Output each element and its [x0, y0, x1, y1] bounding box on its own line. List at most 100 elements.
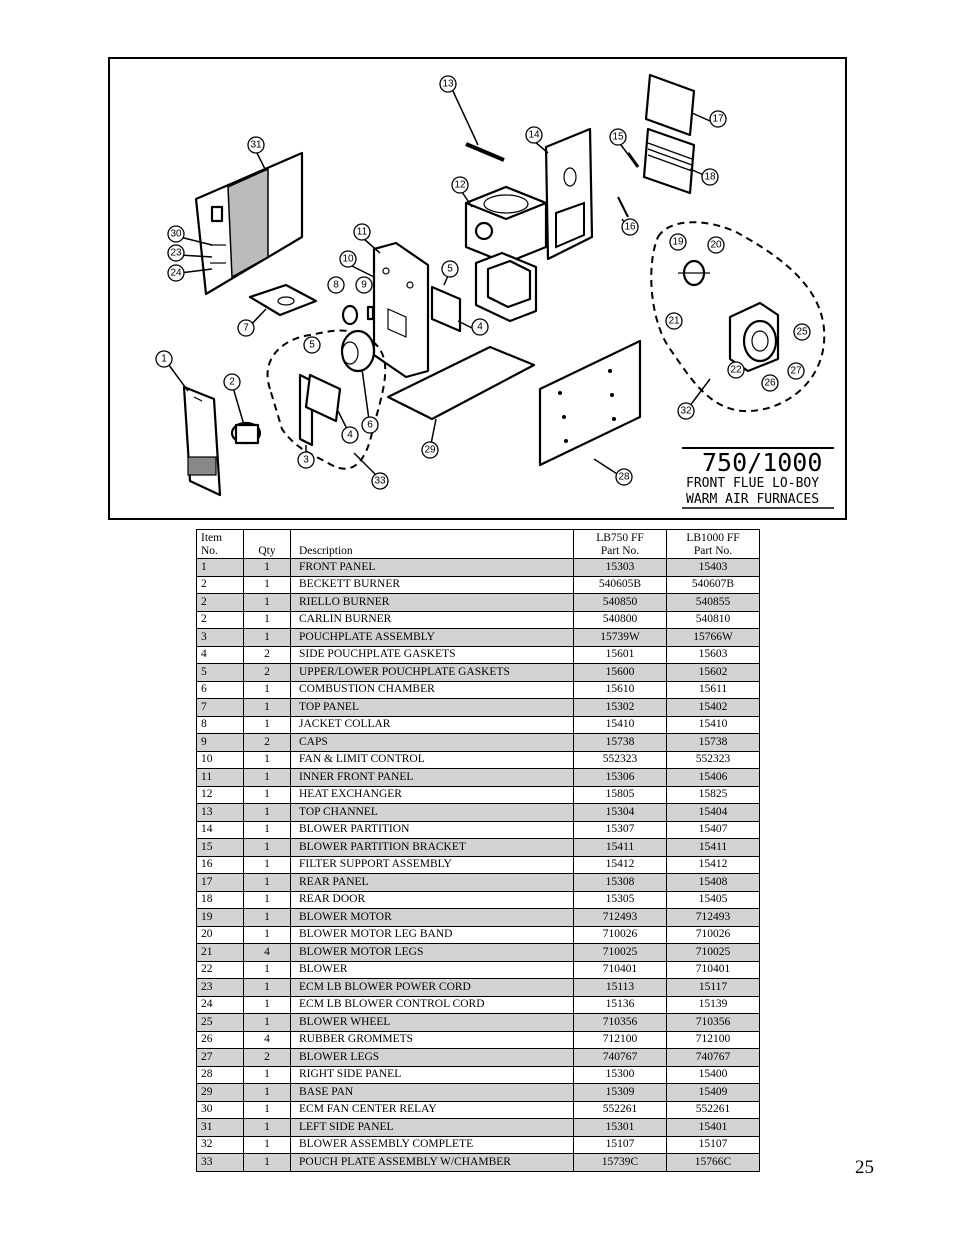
svg-text:2: 2: [229, 377, 235, 388]
cell-qty: 1: [243, 785, 291, 804]
cell-description: HEAT EXCHANGER: [290, 785, 574, 804]
cell-lb1000-part-no: 15408: [666, 873, 760, 892]
callout-6: 6: [361, 416, 379, 434]
cell-lb1000-part-no: 712493: [666, 908, 760, 927]
svg-text:29: 29: [424, 445, 436, 456]
cell-qty: 2: [243, 663, 291, 682]
cell-description: REAR DOOR: [290, 890, 574, 909]
cell-lb750-part-no: 552261: [573, 1100, 667, 1119]
cell-description: BECKETT BURNER: [290, 575, 574, 594]
cell-qty: 1: [243, 1100, 291, 1119]
cell-lb750-part-no: 15304: [573, 803, 667, 822]
rear-door-drawing: [642, 127, 696, 195]
cell-lb750-part-no: 15309: [573, 1083, 667, 1102]
svg-text:24: 24: [170, 268, 182, 279]
svg-text:28: 28: [618, 472, 630, 483]
cell-qty: 2: [243, 733, 291, 752]
callout-14: 14: [525, 126, 543, 144]
cell-lb750-part-no: 712100: [573, 1030, 667, 1049]
cell-lb1000-part-no: 15602: [666, 663, 760, 682]
cell-item-no: 33: [196, 1153, 244, 1172]
header-description: Description: [290, 529, 574, 559]
cell-description: COMBUSTION CHAMBER: [290, 680, 574, 699]
cell-lb1000-part-no: 15603: [666, 645, 760, 664]
cell-item-no: 16: [196, 855, 244, 874]
svg-text:5: 5: [309, 340, 315, 351]
svg-text:8: 8: [333, 280, 339, 291]
svg-text:6: 6: [367, 420, 373, 431]
callout-1: 1: [155, 350, 173, 368]
callout-10: 10: [339, 250, 357, 268]
cell-item-no: 2: [196, 575, 244, 594]
cell-description: BLOWER MOTOR LEGS: [290, 943, 574, 962]
cell-lb750-part-no: 710025: [573, 943, 667, 962]
header-qty: Qty: [243, 529, 291, 559]
cell-description: UPPER/LOWER POUCHPLATE GASKETS: [290, 663, 574, 682]
cell-description: ECM FAN CENTER RELAY: [290, 1100, 574, 1119]
cell-lb750-part-no: 15410: [573, 715, 667, 734]
svg-text:21: 21: [668, 316, 680, 327]
cell-lb750-part-no: 15308: [573, 873, 667, 892]
callout-17: 17: [709, 110, 727, 128]
svg-text:16: 16: [624, 222, 636, 233]
left-side-panel-drawing: [194, 151, 304, 296]
svg-text:14: 14: [528, 130, 540, 141]
cell-description: RIELLO BURNER: [290, 593, 574, 612]
cell-description: FRONT PANEL: [290, 558, 574, 577]
cell-description: BLOWER MOTOR LEG BAND: [290, 925, 574, 944]
cell-description: FILTER SUPPORT ASSEMBLY: [290, 855, 574, 874]
svg-text:31: 31: [250, 140, 262, 151]
svg-text:1: 1: [161, 354, 167, 365]
base-pan-drawing: [386, 345, 536, 421]
cell-lb750-part-no: 15113: [573, 978, 667, 997]
cell-lb1000-part-no: 15402: [666, 698, 760, 717]
cell-lb1000-part-no: 540855: [666, 593, 760, 612]
blower-motor-drawing: [678, 259, 710, 287]
cell-lb1000-part-no: 540810: [666, 610, 760, 629]
side-gasket-drawing: [430, 285, 462, 333]
blower-partition-drawing: [544, 127, 594, 261]
svg-text:15: 15: [612, 132, 624, 143]
burner-drawing: [230, 421, 262, 445]
callout-24: 24: [167, 264, 185, 282]
callout-8: 8: [327, 276, 345, 294]
cell-lb750-part-no: 15303: [573, 558, 667, 577]
cell-lb750-part-no: 15301: [573, 1118, 667, 1137]
cell-qty: 1: [243, 1083, 291, 1102]
cell-lb1000-part-no: 15738: [666, 733, 760, 752]
callout-11: 11: [353, 223, 371, 241]
callout-4: 4: [471, 318, 489, 336]
cell-item-no: 14: [196, 820, 244, 839]
cell-qty: 1: [243, 1013, 291, 1032]
cell-qty: 2: [243, 1048, 291, 1067]
callout-5: 5: [303, 336, 321, 354]
cell-lb1000-part-no: 710356: [666, 1013, 760, 1032]
callout-23: 23: [167, 244, 185, 262]
svg-text:4: 4: [347, 430, 353, 441]
cell-item-no: 2: [196, 593, 244, 612]
svg-text:3: 3: [303, 455, 309, 466]
cell-lb1000-part-no: 15404: [666, 803, 760, 822]
cell-qty: 1: [243, 1153, 291, 1172]
cell-qty: 1: [243, 855, 291, 874]
cell-lb1000-part-no: 15139: [666, 995, 760, 1014]
cell-qty: 1: [243, 838, 291, 857]
cell-description: BASE PAN: [290, 1083, 574, 1102]
callout-29: 29: [421, 441, 439, 459]
cell-description: CARLIN BURNER: [290, 610, 574, 629]
cell-qty: 1: [243, 978, 291, 997]
callout-30: 30: [167, 225, 185, 243]
cell-description: BLOWER ASSEMBLY COMPLETE: [290, 1135, 574, 1154]
